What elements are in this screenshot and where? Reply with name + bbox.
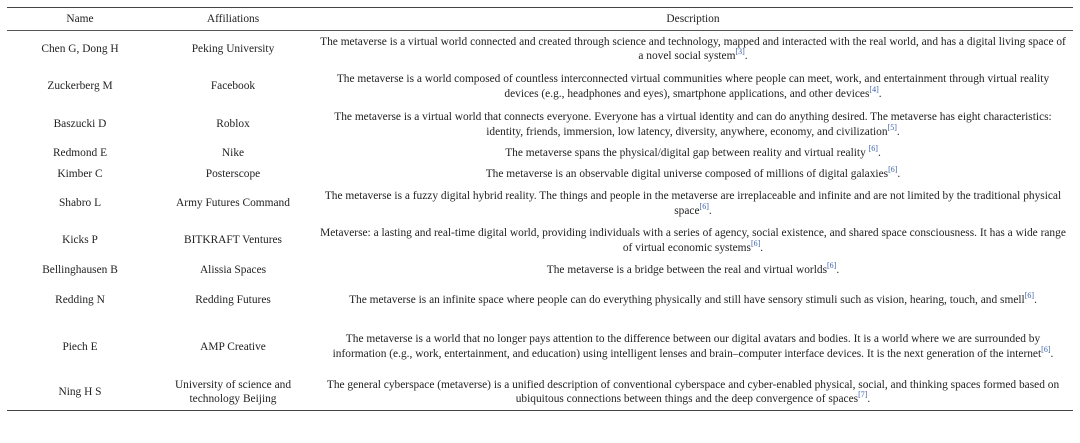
header-name: Name	[66, 12, 94, 25]
cell-description: The metaverse is a world composed of cou…	[313, 68, 1073, 106]
citation-reference: [6]	[1041, 345, 1051, 354]
citation-reference: [4]	[869, 84, 879, 94]
citation-reference: [7]	[858, 390, 868, 400]
description-text: The general cyberspace (metaverse) is a …	[326, 378, 1060, 406]
cell-description: Metaverse: a lasting and real-time digit…	[313, 222, 1073, 260]
cell-name: Redmond E	[52, 147, 108, 160]
description-text: Metaverse: a lasting and real-time digit…	[320, 226, 1066, 254]
cell-affiliation: Roblox	[216, 118, 250, 131]
cell-name: Bellinghausen B	[42, 264, 118, 277]
description-end-punctuation: .	[867, 393, 871, 406]
cell-name: Kicks P	[62, 234, 98, 247]
description-text: The metaverse spans the physical/digital…	[505, 147, 869, 160]
citation-reference: [6]	[1024, 291, 1035, 301]
citation-reference: [6]	[699, 201, 709, 211]
table-row: Piech E AMP Creative The metaverse is a wo…	[7, 320, 1073, 375]
cell-description: The metaverse is a fuzzy digital hybrid …	[313, 186, 1073, 222]
description-end-punctuation: .	[836, 264, 840, 277]
citation-reference: [5]	[887, 122, 897, 132]
description-end-punctuation: .	[878, 87, 882, 100]
description-text: The metaverse is an infinite space where…	[349, 294, 1025, 307]
description-text: The metaverse is an observable digital u…	[485, 168, 889, 181]
table-row: Zuckerberg M Facebook The metaverse is a w…	[7, 68, 1073, 106]
table-header: Name Affiliations Description	[7, 7, 1073, 31]
header-description: Description	[666, 12, 720, 25]
description-end-punctuation: .	[744, 50, 748, 63]
table-row: Kicks P BITKRAFT Ventures Metaverse: a las…	[7, 222, 1073, 260]
cell-name: Ning H S	[58, 385, 102, 398]
table-row: Kimber C Posterscope The metaverse is an o…	[7, 164, 1073, 186]
cell-name: Baszucki D	[53, 118, 107, 131]
description-end-punctuation: .	[760, 241, 764, 254]
description-end-punctuation: .	[897, 168, 901, 181]
description-text: The metaverse is a virtual world connect…	[320, 35, 1066, 63]
citation-reference: [6]	[750, 238, 761, 248]
cell-description: The metaverse is a bridge between the re…	[313, 260, 1073, 282]
cell-affiliation: University of science and technology Bei…	[174, 378, 292, 406]
description-end-punctuation: .	[1050, 348, 1054, 360]
cell-description: The metaverse is a virtual world that co…	[313, 106, 1073, 144]
table-row: Redmond E Nike The metaverse spans the phy…	[7, 144, 1073, 164]
cell-name: Redding N	[55, 294, 105, 307]
metaverse-definitions-table-container: Name Affiliations Description Chen G, Do…	[7, 7, 1073, 411]
cell-affiliation: Facebook	[210, 80, 256, 93]
cell-affiliation: Nike	[221, 147, 245, 160]
cell-description: The metaverse is a virtual world connect…	[313, 31, 1073, 68]
cell-affiliation: Alissia Spaces	[199, 264, 267, 277]
cell-name: Zuckerberg M	[47, 80, 113, 93]
cell-description: The metaverse spans the physical/digital…	[313, 144, 1073, 164]
citation-reference: [6]	[868, 144, 878, 154]
description-text: The metaverse is a world composed of cou…	[336, 72, 1050, 100]
cell-description: The general cyberspace (metaverse) is a …	[313, 375, 1073, 411]
cell-affiliation: AMP Creative	[200, 340, 266, 353]
cell-affiliation: BITKRAFT Ventures	[184, 234, 282, 247]
citation-reference: [3]	[735, 47, 745, 57]
description-text: The metaverse is a fuzzy digital hybrid …	[324, 189, 1062, 217]
description-text: The metaverse is a bridge between the re…	[546, 264, 828, 277]
cell-affiliation: Army Futures Command	[176, 197, 290, 210]
table-row: Bellinghausen B Alissia Spaces The metaver…	[7, 260, 1073, 282]
cell-description: The metaverse is an observable digital u…	[313, 164, 1073, 186]
header-row: Name Affiliations Description	[7, 7, 1073, 31]
cell-name: Piech E	[62, 340, 98, 353]
description-text: The metaverse is a world that no longer …	[332, 333, 1042, 360]
cell-affiliation: Peking University	[191, 42, 275, 55]
cell-name: Chen G, Dong H	[41, 42, 119, 55]
cell-affiliation: Redding Futures	[195, 294, 271, 307]
cell-affiliation: Posterscope	[205, 168, 261, 181]
cell-description: The metaverse is an infinite space where…	[313, 282, 1073, 320]
description-end-punctuation: .	[877, 147, 881, 160]
table-row: Shabro L Army Futures Command The metavers…	[7, 186, 1073, 222]
description-end-punctuation: .	[708, 204, 712, 217]
table-row: Ning H S University of science and techno…	[7, 375, 1073, 411]
cell-name: Kimber C	[57, 168, 103, 181]
table-row: Baszucki D Roblox The metaverse is a virtu…	[7, 106, 1073, 144]
cell-name: Shabro L	[58, 197, 102, 210]
description-end-punctuation: .	[1034, 294, 1037, 307]
table-row: Chen G, Dong H Peking University The metav…	[7, 31, 1073, 68]
description-end-punctuation: .	[896, 125, 900, 138]
cell-description: The metaverse is a world that no longer …	[313, 320, 1073, 375]
metaverse-definitions-table: Name Affiliations Description Chen G, Do…	[7, 7, 1073, 411]
citation-reference: [6]	[888, 165, 898, 175]
description-text: The metaverse is a virtual world that co…	[334, 110, 1052, 138]
header-affiliations: Affiliations	[206, 12, 260, 25]
citation-reference: [6]	[827, 261, 837, 271]
table-row: Redding N Redding Futures The metaverse is…	[7, 282, 1073, 320]
